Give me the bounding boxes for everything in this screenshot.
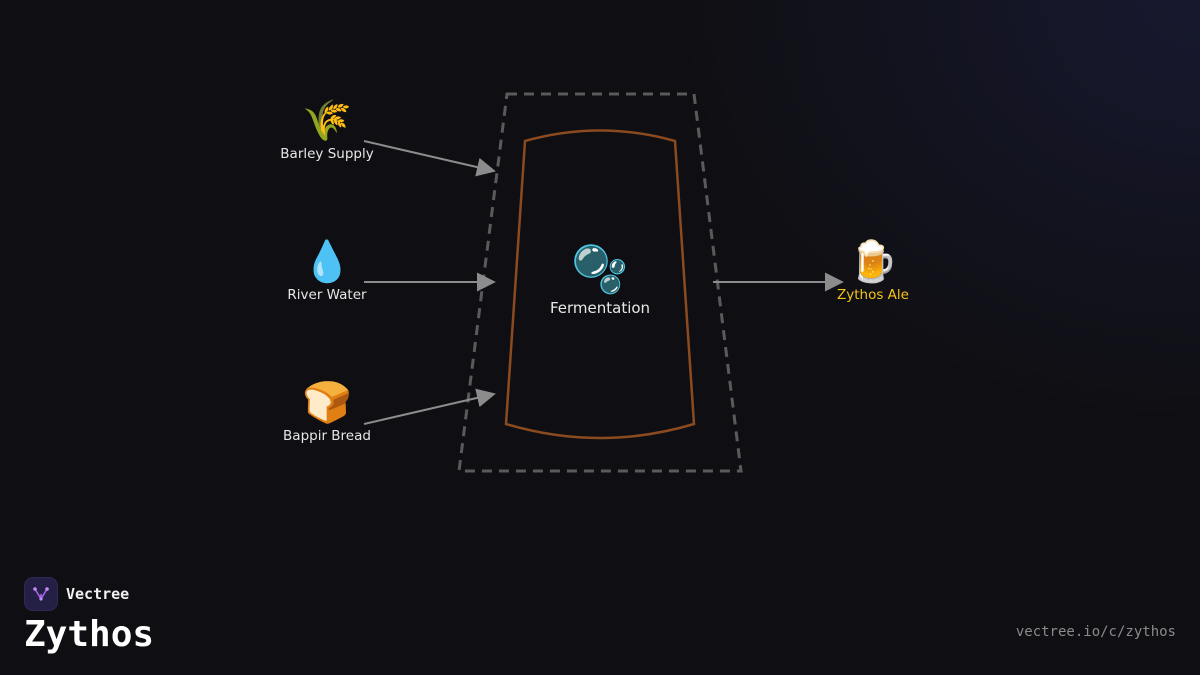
arrow-bread-to-fermentation xyxy=(363,388,496,425)
bread-icon: 🍞 xyxy=(302,380,352,426)
beer-mug-icon: 🍺 xyxy=(848,239,898,285)
input-label-bread: Bappir Bread xyxy=(283,428,371,444)
input-node-bread: 🍞 Bappir Bread xyxy=(283,380,371,444)
water-drop-icon: 💧 xyxy=(302,239,352,285)
input-label-water: River Water xyxy=(287,287,367,303)
arrow-barley-to-fermentation xyxy=(363,140,496,177)
input-node-water: 💧 River Water xyxy=(287,239,366,303)
input-label-barley: Barley Supply xyxy=(280,146,374,162)
brand-name: Vectree xyxy=(66,585,130,603)
source-url[interactable]: vectree.io/c/zythos xyxy=(1015,624,1176,640)
input-node-barley: 🌾 Barley Supply xyxy=(280,98,373,162)
fermentation-vessel xyxy=(504,129,696,440)
output-node-ale: 🍺 Zythos Ale xyxy=(837,239,909,303)
fermentation-container xyxy=(457,92,743,473)
process-node-fermentation: 🫧 Fermentation xyxy=(550,242,650,317)
bubbles-icon: 🫧 xyxy=(571,242,629,296)
output-label: Zythos Ale xyxy=(837,287,909,303)
page-title: Zythos xyxy=(24,614,155,655)
brand-block: Vectree Zythos xyxy=(24,577,154,657)
wheat-icon: 🌾 xyxy=(302,98,352,144)
vectree-logo-icon xyxy=(24,577,58,611)
process-label: Fermentation xyxy=(549,299,651,317)
